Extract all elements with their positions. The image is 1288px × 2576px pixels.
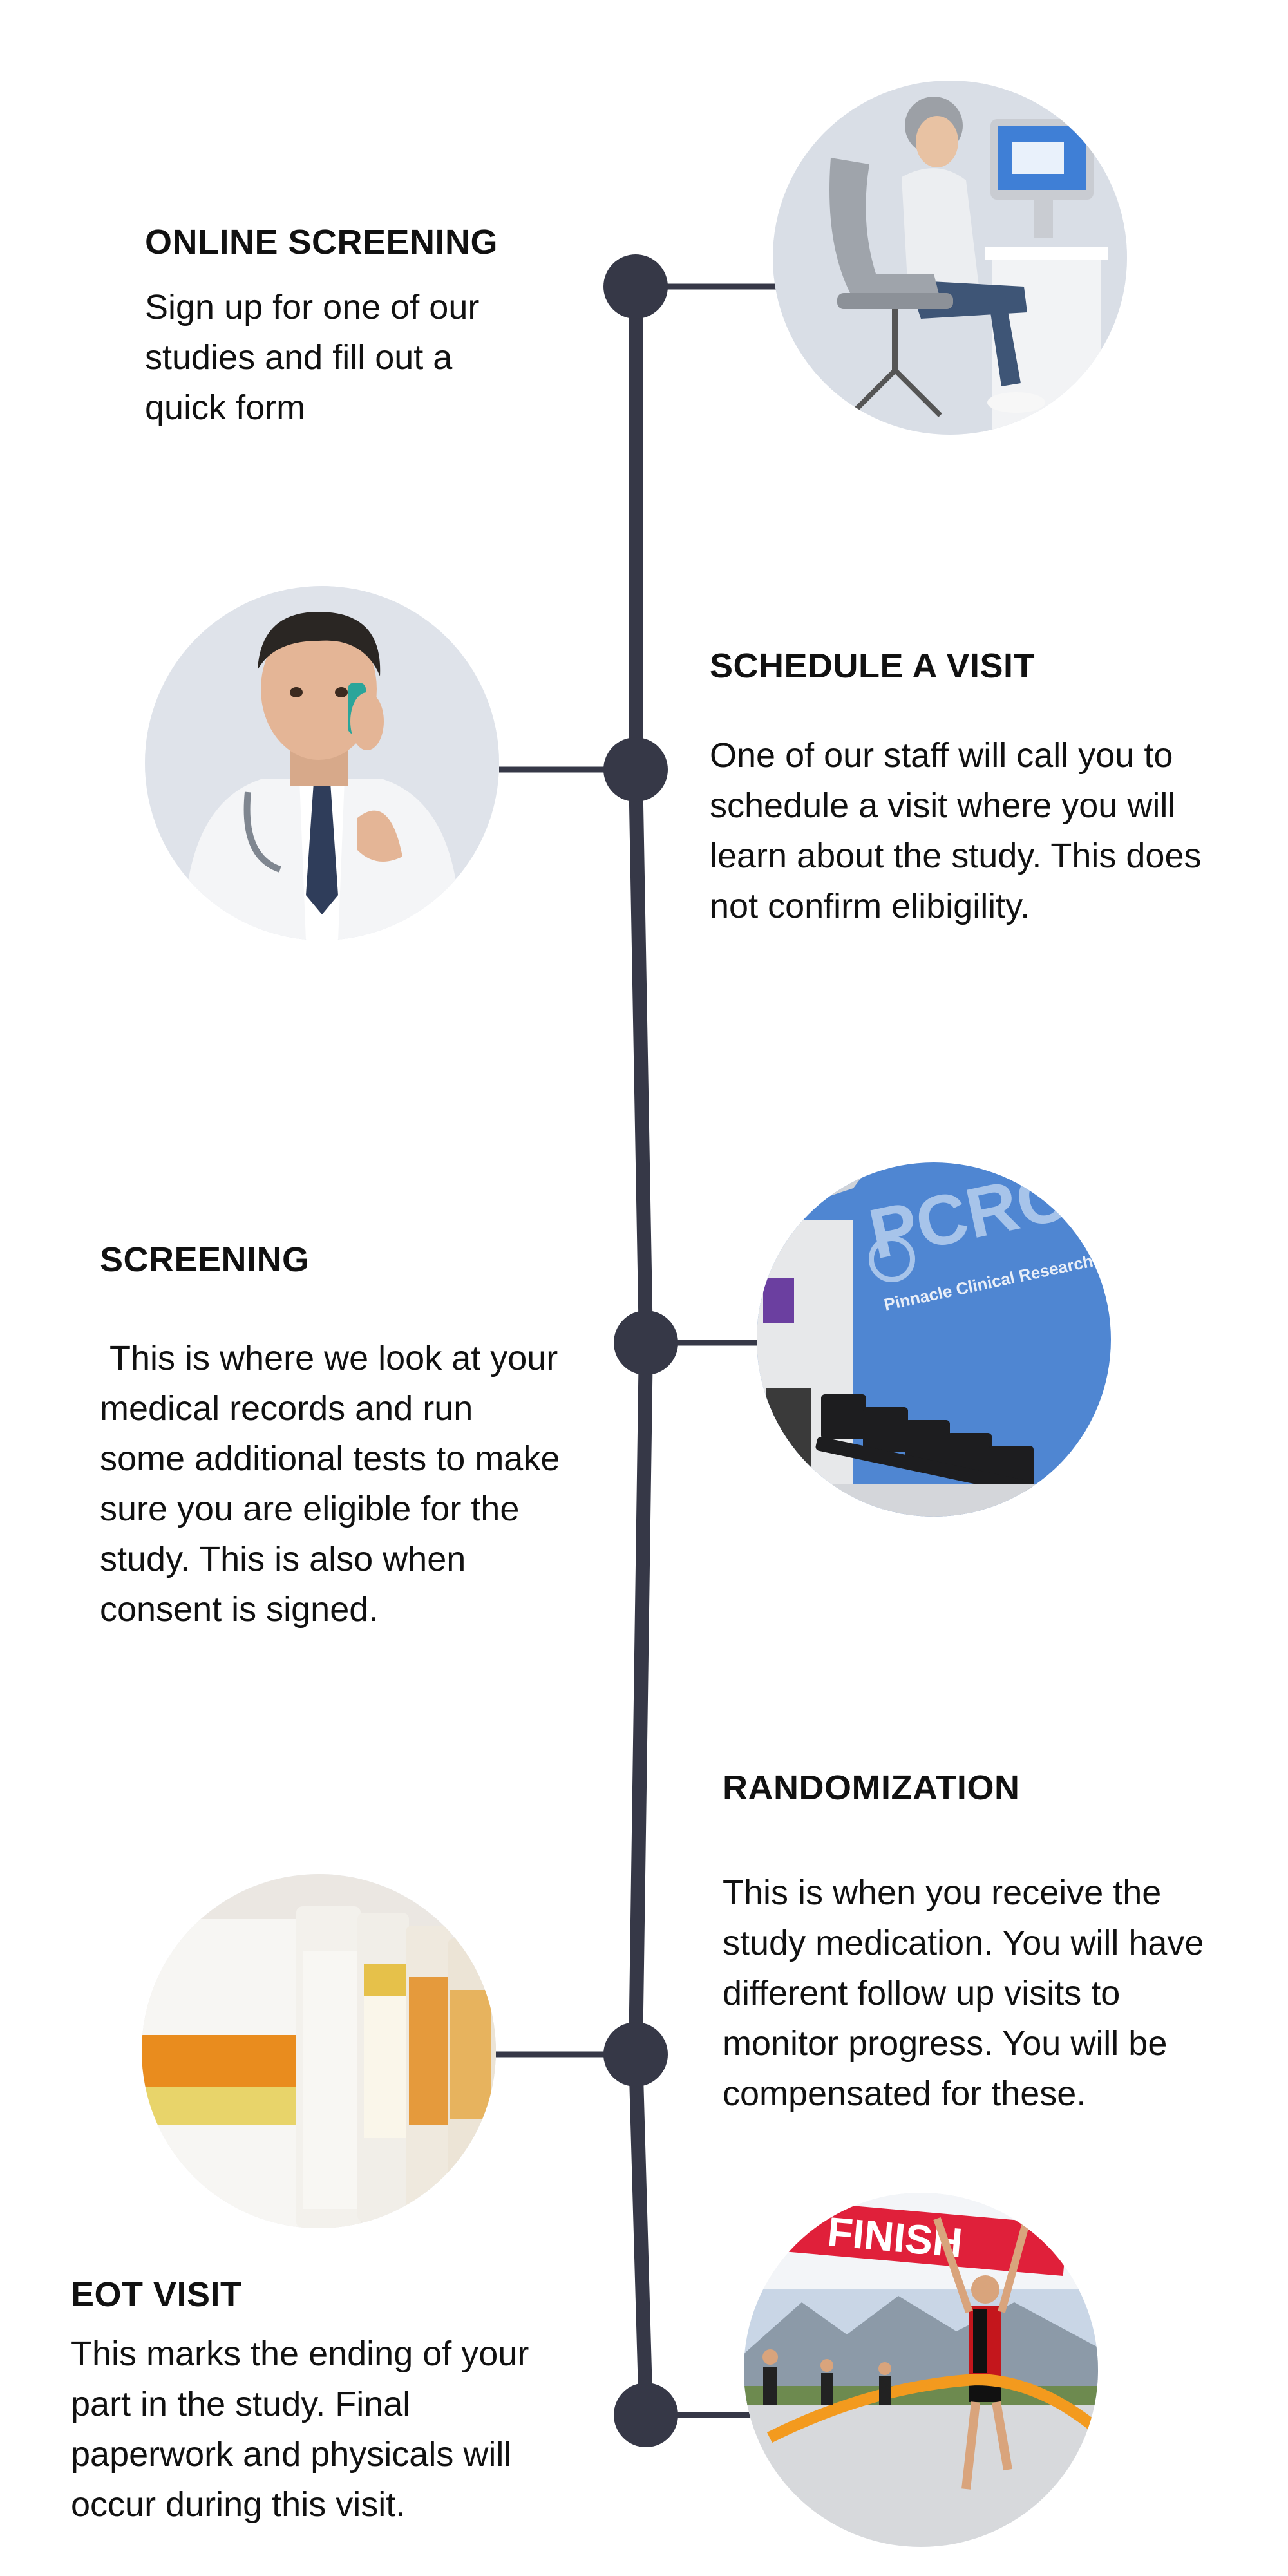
step-title-schedule-a-visit: SCHEDULE A VISIT (710, 646, 1035, 686)
pill-bottles-icon (142, 1874, 496, 2228)
step-description-randomization: This is when you receive the study medic… (723, 1868, 1225, 2119)
timeline-node-4 (603, 2022, 668, 2087)
woman-at-computer-icon (773, 80, 1127, 435)
step-title-randomization: RANDOMIZATION (723, 1768, 1019, 1808)
step-description-schedule-a-visit: One of our staff will call you to schedu… (710, 730, 1212, 931)
timeline-node-1 (603, 254, 668, 319)
step-image-randomization (142, 1874, 496, 2228)
step-description-eot-visit: This marks the ending of your part in th… (71, 2329, 573, 2530)
timeline-node-2 (603, 737, 668, 802)
doctor-on-phone-icon (145, 586, 499, 940)
finish-line-runners-icon: FINISH (744, 2193, 1098, 2547)
step-title-screening: SCREENING (100, 1240, 310, 1280)
step-title-online-screening: ONLINE SCREENING (145, 222, 498, 262)
step-title-eot-visit: EOT VISIT (71, 2275, 242, 2315)
step-description-screening: This is where we look at your medical re… (100, 1333, 564, 1634)
timeline-node-5 (614, 2383, 678, 2447)
clinic-waiting-room-icon: PCRC Pinnacle Clinical Research Center (757, 1162, 1111, 1517)
timeline-node-3 (614, 1311, 678, 1375)
step-image-eot-visit: FINISH (744, 2193, 1098, 2547)
step-image-online-screening (773, 80, 1127, 435)
step-image-schedule-a-visit (145, 586, 499, 940)
step-image-screening: PCRC Pinnacle Clinical Research Center (757, 1162, 1111, 1517)
step-description-online-screening: Sign up for one of our studies and fill … (145, 282, 518, 433)
